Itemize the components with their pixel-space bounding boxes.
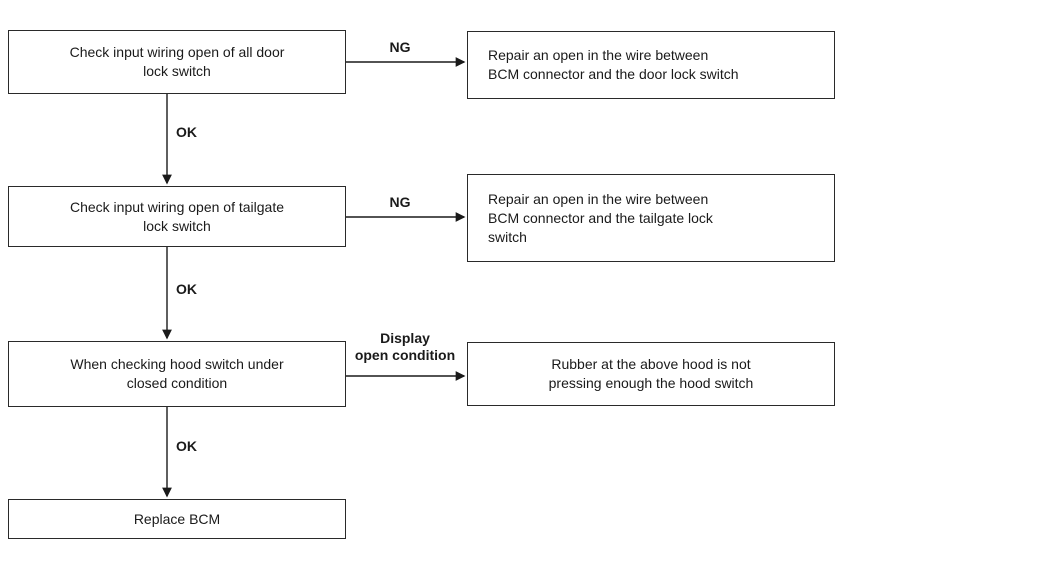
step-box-replace-bcm: Replace BCM xyxy=(8,499,346,539)
result-box-repair-door-lock-wire: Repair an open in the wire between BCM c… xyxy=(467,31,835,99)
edge-label-ok-2: OK xyxy=(176,281,197,297)
edge-label-ok-3: OK xyxy=(176,438,197,454)
step-box-check-tailgate-lock-switch: Check input wiring open of tailgate lock… xyxy=(8,186,346,247)
edge-label-display-open-condition: Display open condition xyxy=(354,330,456,363)
edge-label-ok-1: OK xyxy=(176,124,197,140)
step-box-check-door-lock-switch: Check input wiring open of all door lock… xyxy=(8,30,346,94)
result-box-hood-rubber: Rubber at the above hood is not pressing… xyxy=(467,342,835,406)
step-box-check-hood-switch: When checking hood switch under closed c… xyxy=(8,341,346,407)
edge-label-ng-1: NG xyxy=(389,39,411,55)
edge-label-ng-2: NG xyxy=(389,194,411,210)
result-box-repair-tailgate-lock-wire: Repair an open in the wire between BCM c… xyxy=(467,174,835,262)
